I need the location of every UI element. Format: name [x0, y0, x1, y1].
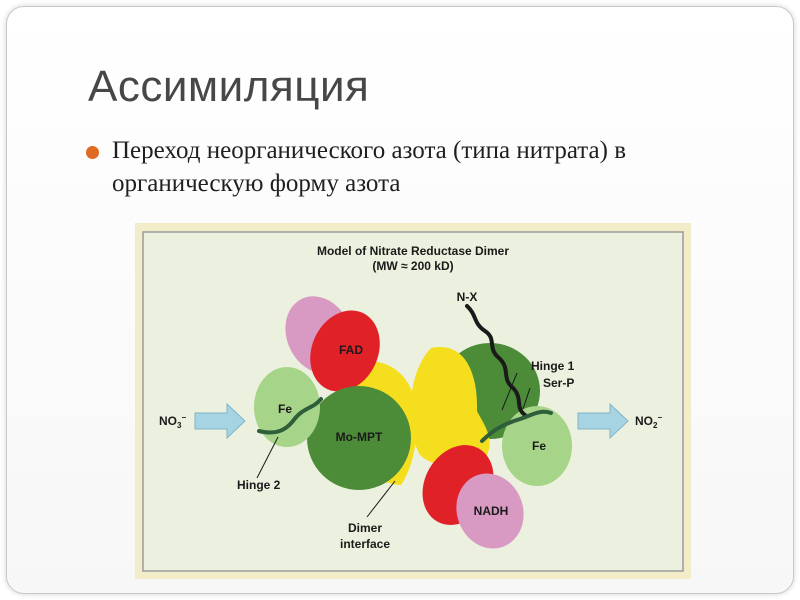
figure-title: Model of Nitrate Reductase Dimer	[317, 244, 509, 258]
bullet-text: Переход неорганического азота (типа нитр…	[112, 137, 627, 197]
bullet-dot-icon	[86, 146, 99, 159]
mo-mpt-domain	[307, 386, 411, 490]
yellow-domain-right	[410, 347, 490, 468]
serp-callout	[522, 387, 531, 410]
label-dimer: Dimer	[348, 521, 382, 535]
dimer-callout	[366, 480, 396, 518]
no3-arrow-icon	[194, 402, 246, 440]
fad-domain	[310, 310, 380, 392]
label-nadh: NADH	[474, 504, 509, 518]
n-terminal-chain	[465, 304, 527, 417]
figure-canvas: Model of Nitrate Reductase Dimer (MW ≈ 2…	[142, 231, 684, 572]
label-fe-left: Fe	[278, 402, 292, 416]
label-mo-mpt: Mo-MPT	[336, 430, 383, 444]
figure-subtitle: (MW ≈ 200 kD)	[372, 259, 453, 273]
no2-arrow-icon	[577, 402, 629, 440]
label-no3: NO3−	[159, 413, 186, 430]
label-interface: interface	[340, 537, 390, 551]
nitrate-reductase-figure: Model of Nitrate Reductase Dimer (MW ≈ 2…	[135, 223, 691, 579]
fe-domain-right	[502, 406, 572, 486]
nadh-domain	[456, 473, 524, 549]
label-hinge1: Hinge 1	[531, 359, 575, 373]
hinge1-callout	[501, 372, 518, 411]
label-serp: Ser-P	[543, 376, 574, 390]
label-fad: FAD	[339, 343, 363, 357]
fe-domain-left	[254, 367, 320, 447]
hinge2-callout	[256, 436, 279, 479]
label-hinge2: Hinge 2	[237, 478, 281, 492]
label-nx: N-X	[457, 290, 478, 304]
label-no2: NO2−	[635, 413, 662, 430]
slide-title: Ассимиляция	[88, 62, 370, 111]
hinge1-linker	[480, 409, 553, 443]
hinge2-linker	[257, 397, 323, 435]
label-fe-right: Fe	[532, 439, 546, 453]
